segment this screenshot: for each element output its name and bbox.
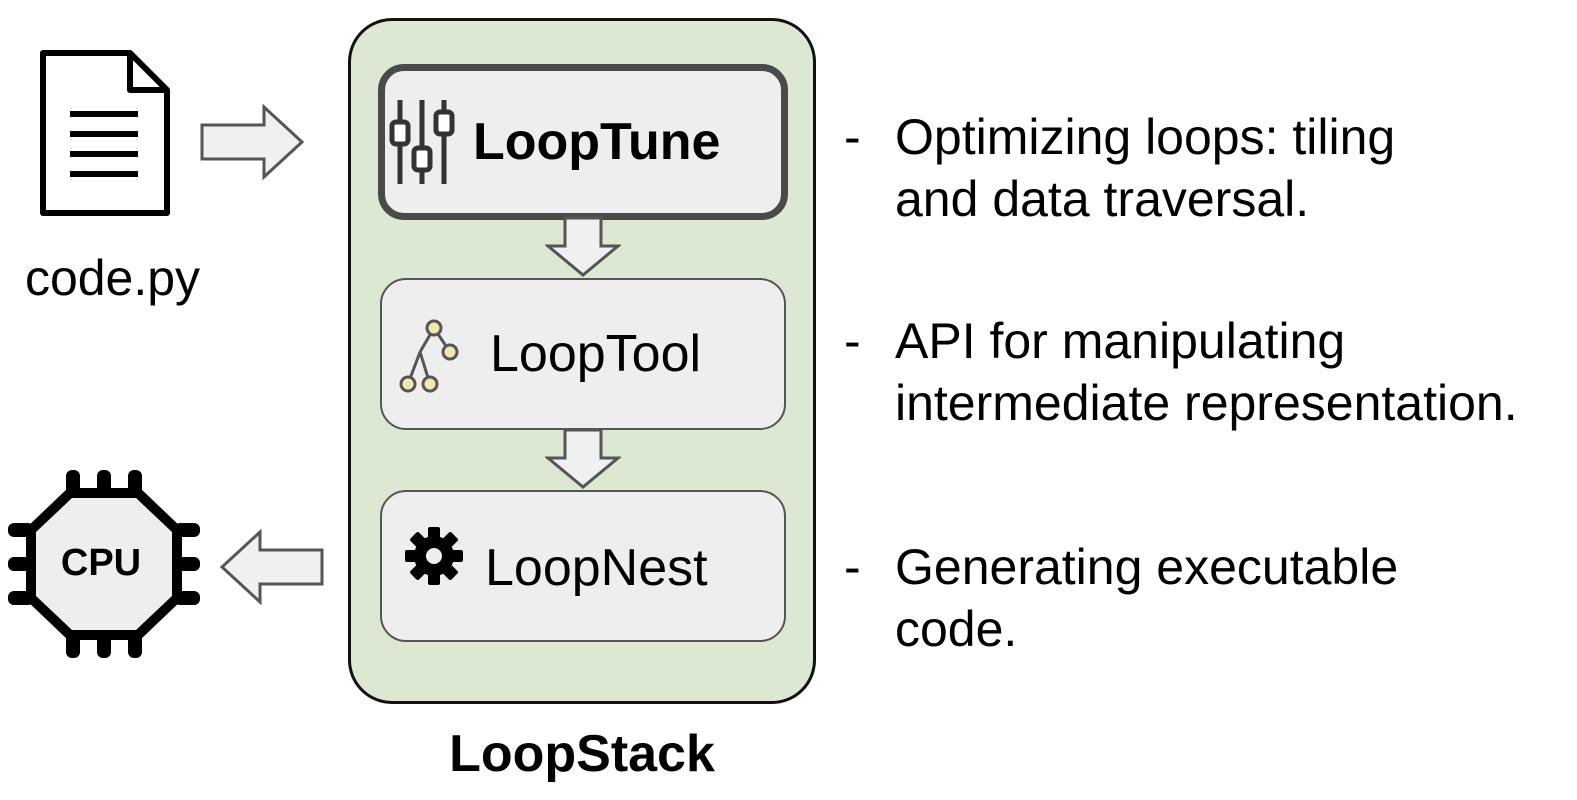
description-line: Optimizing loops: tiling — [895, 109, 1396, 165]
cpu-label: CPU — [60, 542, 142, 584]
loopnest-label: LoopNest — [485, 539, 708, 597]
description-line: code. — [895, 601, 1018, 657]
description-looptune: Optimizing loops: tiling and data traver… — [895, 106, 1575, 230]
description-bullet: - — [844, 539, 861, 595]
arrow-left-icon — [219, 528, 324, 606]
arrow-down-icon — [545, 216, 621, 277]
looptune-label: LoopTune — [473, 113, 721, 171]
description-line: intermediate representation. — [895, 375, 1518, 431]
arrow-right-icon — [200, 103, 305, 181]
looptool-label: LoopTool — [490, 325, 702, 383]
description-bullet: - — [844, 109, 861, 165]
file-document-icon — [40, 50, 170, 216]
sliders-icon — [389, 100, 455, 184]
description-line: and data traversal. — [895, 171, 1310, 227]
description-bullet: - — [844, 313, 861, 369]
arrow-down-icon — [545, 428, 621, 489]
file-label: code.py — [24, 250, 201, 306]
description-line: API for manipulating — [895, 313, 1346, 369]
tree-icon — [399, 319, 459, 393]
description-line: Generating executable — [895, 539, 1399, 595]
gear-icon — [405, 527, 463, 585]
cpu-chip-icon — [8, 470, 200, 658]
description-looptool: API for manipulating intermediate repres… — [895, 310, 1575, 434]
loopstack-label: LoopStack — [449, 725, 715, 783]
description-loopnest: Generating executable code. — [895, 536, 1575, 660]
